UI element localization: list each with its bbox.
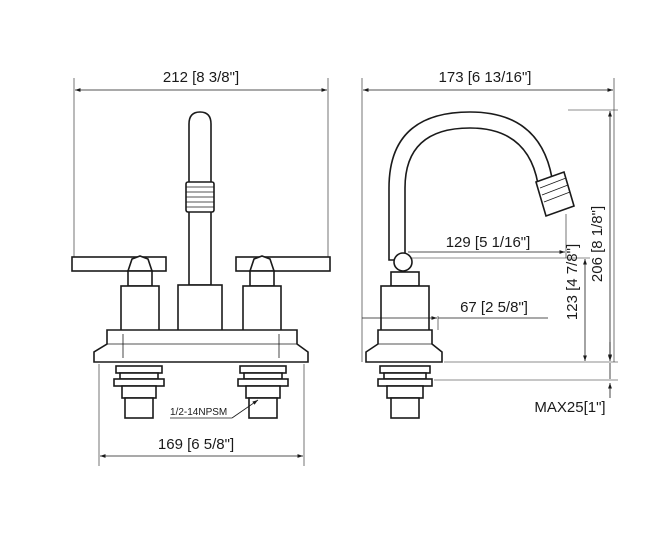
center-spread-dimension: 169 [6 5/8"] [98, 364, 305, 466]
front-spout [177, 111, 223, 334]
spout-height-label: 123 [4 7/8"] [564, 244, 581, 320]
handle-offset-dimension: 67 [2 5/8"] [362, 299, 548, 330]
max-deck-dimension: MAX25[1"] [534, 342, 612, 416]
front-deck-plate [93, 329, 309, 363]
side-gooseneck-spout [388, 111, 575, 261]
side-width-label: 173 [6 13/16"] [439, 69, 532, 86]
front-width-dimension: 212 [8 3/8"] [73, 69, 329, 258]
side-shank [377, 365, 433, 419]
front-left-handle [71, 255, 167, 334]
handle-offset-label: 67 [2 5/8"] [460, 299, 528, 316]
spout-reach-label: 129 [5 1/16"] [446, 234, 531, 251]
spout-height-dimension: 123 [4 7/8"] [564, 244, 587, 361]
front-right-shank [237, 365, 289, 419]
center-spread-label: 169 [6 5/8"] [158, 436, 234, 453]
front-right-handle [235, 255, 331, 334]
overall-height-label: 206 [8 1/8"] [589, 206, 606, 282]
front-view: 212 [8 3/8"] [71, 69, 331, 466]
side-width-dimension: 173 [6 13/16"] [361, 69, 615, 362]
front-width-label: 212 [8 3/8"] [163, 69, 239, 86]
side-faucet-body [365, 252, 443, 363]
thread-callout: 1/2-14NPSM [170, 399, 259, 419]
overall-height-dimension: 206 [8 1/8"] [589, 111, 612, 361]
front-left-shank [113, 365, 165, 419]
max-deck-label: MAX25[1"] [534, 399, 605, 416]
spout-reach-dimension: 129 [5 1/16"] [408, 214, 567, 258]
thread-note: 1/2-14NPSM [170, 407, 227, 418]
side-view: 173 [6 13/16"] [361, 69, 618, 419]
